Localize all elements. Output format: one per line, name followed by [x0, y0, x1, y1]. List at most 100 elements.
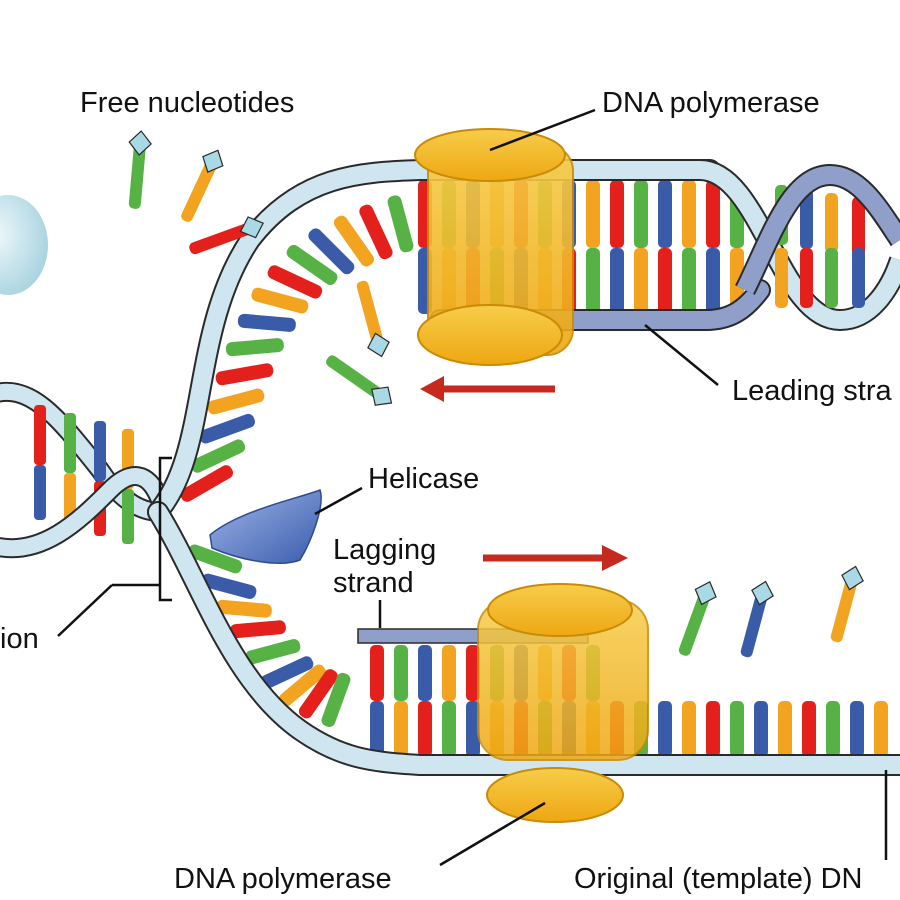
free-nucleotide [740, 580, 774, 658]
free-nucleotide-phosphate [694, 581, 717, 606]
lagging-new-base [418, 645, 432, 701]
upper-base-bar [207, 388, 265, 415]
free-nucleotide-phosphate [371, 386, 393, 406]
free-nucleotide-base [189, 223, 251, 255]
lagging-template-base [682, 701, 696, 757]
upper-base [180, 465, 233, 502]
lower-base [260, 656, 314, 689]
label-leading-strand: Leading stra [732, 375, 892, 407]
free-nucleotide-phosphate [128, 130, 152, 156]
free-nucleotide-base [740, 594, 767, 658]
leading-new-base [586, 248, 600, 314]
lagging-template-base [466, 701, 480, 757]
lagging-direction-arrow [483, 545, 628, 571]
upper-fork-bases [180, 195, 414, 502]
upper-base-bar [387, 195, 414, 253]
lower-base-bar [298, 669, 338, 719]
lower-base [229, 620, 286, 639]
free-nucleotide-base [356, 280, 383, 344]
free-nucleotide-phosphate [367, 332, 390, 358]
lower-base-bar [279, 664, 327, 707]
label-free-nucleotides: Free nucleotides [80, 87, 295, 119]
upper-base [215, 363, 274, 386]
lower-fork-bases [188, 544, 351, 727]
lagging-new-base [442, 645, 456, 701]
leading-template-base [658, 180, 672, 248]
free-nucleotide [128, 130, 152, 209]
left-helix-strand-a [0, 383, 161, 520]
dna-polymerase-top [414, 128, 574, 366]
upper-base-bar [251, 287, 309, 314]
parental-double-helix [0, 381, 170, 559]
lagging-template-base [394, 701, 408, 757]
upper-base [333, 215, 374, 267]
free-nucleotide-base [326, 355, 382, 398]
upper-base [225, 338, 284, 357]
free-nucleotide [326, 355, 393, 406]
lower-base-bar [201, 573, 257, 599]
lagging-template-base [658, 701, 672, 757]
lower-base-bar [215, 599, 272, 618]
left-helix-base [64, 413, 76, 473]
lagging-new-base [370, 645, 384, 701]
left-helix-base [34, 465, 46, 520]
free-nucleotide-phosphate [751, 580, 774, 606]
left-helix-base [122, 489, 134, 544]
free-nucleotide [189, 216, 264, 255]
lagging-template-base [418, 701, 432, 757]
upper-base-bar [215, 363, 274, 386]
leading-template-base [634, 180, 648, 248]
label-lagging-strand: Lagging strand [333, 534, 437, 599]
daughter-helix-upper [698, 159, 900, 332]
upper-base [308, 228, 355, 275]
helicase-shape [209, 489, 322, 564]
lagging-template-base [802, 701, 816, 757]
lower-base-bar [321, 672, 351, 727]
label-original-template: Original (template) DN [574, 863, 863, 895]
lagging-template-base [850, 701, 864, 757]
leading-template-base [586, 180, 600, 248]
free-nucleotide-phosphate [841, 565, 864, 591]
upper-base [199, 413, 255, 444]
lagging-template-base [874, 701, 888, 757]
lower-base-bar [245, 639, 301, 665]
right-helix-base [800, 248, 813, 308]
dna-polymerase-lagging [477, 583, 649, 823]
free-nucleotide-phosphate [202, 149, 224, 173]
replication-fork-bracket [158, 456, 172, 602]
upper-base-bar [308, 228, 355, 275]
free-nucleotides-group [128, 130, 864, 658]
right-helix-base [852, 197, 865, 257]
lagging-template-base [370, 701, 384, 757]
free-nucleotide [356, 280, 390, 358]
upper-base [207, 388, 265, 415]
lower-base-bar [229, 620, 286, 639]
lower-base [215, 599, 272, 618]
upper-base-bar [333, 215, 374, 267]
free-nucleotide-base [830, 579, 857, 643]
lagging-new-base [466, 645, 480, 701]
right-helix-strand-a [698, 161, 900, 330]
upper-base-bar [237, 313, 296, 332]
lower-base [201, 573, 257, 599]
upper-base [267, 265, 323, 299]
upper-base-bar [359, 204, 393, 260]
upper-base-bar [199, 413, 255, 444]
free-nucleotide-base [181, 162, 216, 222]
right-helix-base [852, 248, 865, 308]
leading-new-base [658, 248, 672, 314]
lower-template-backbone-fill [149, 503, 900, 774]
lagging-template-base [778, 701, 792, 757]
leading-new-base [706, 248, 720, 314]
lower-base [279, 664, 327, 707]
upper-base [190, 439, 246, 473]
lagging-template-base [826, 701, 840, 757]
lower-base [188, 544, 243, 574]
leading-new-backbone-fill [431, 281, 769, 329]
upper-template-backbone-fill [149, 161, 719, 521]
lagging-template-base [730, 701, 744, 757]
upper-base-bar [190, 439, 246, 473]
left-helix-base [34, 405, 46, 465]
edge-blob [0, 195, 48, 295]
